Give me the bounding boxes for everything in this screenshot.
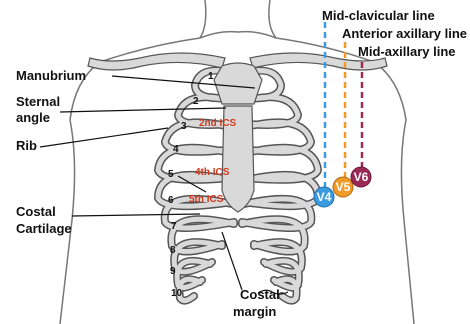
mid-axillary-label: Mid-axillary line: [358, 44, 456, 59]
rib-number: 9: [170, 266, 176, 277]
costal-cartilage-label-2: Cartilage: [16, 221, 72, 236]
svg-text:V6: V6: [354, 170, 369, 184]
sternal-angle-label-2: angle: [16, 110, 50, 125]
costal-margin-label-1: Costal: [240, 287, 280, 302]
lead-v4: V4: [314, 187, 334, 207]
svg-text:V5: V5: [336, 180, 351, 194]
rib-number: 10: [171, 288, 183, 299]
rib-number: 3: [181, 121, 187, 132]
rib-number: 8: [170, 245, 176, 256]
rib-number: 1: [208, 71, 214, 82]
rib-number: 5: [168, 169, 174, 180]
neck-left: [200, 0, 206, 38]
mid-clavicular-label: Mid-clavicular line: [322, 8, 435, 23]
lead-v5: V5: [333, 177, 353, 197]
manubrium-label: Manubrium: [16, 68, 86, 83]
rib-number: 7: [171, 221, 177, 232]
rib-number: 2: [193, 96, 199, 107]
rib-number: 4: [173, 144, 179, 155]
neck-right: [269, 0, 276, 38]
svg-text:V4: V4: [317, 190, 332, 204]
anterior-axillary-label: Anterior axillary line: [342, 26, 467, 41]
costal-cartilage-label-1: Costal: [16, 204, 56, 219]
sternal-angle-label-1: Sternal: [16, 94, 60, 109]
rib-label: Rib: [16, 138, 37, 153]
manubrium-bone: [214, 63, 262, 104]
ics-4th-label: 4th ICS: [195, 167, 230, 178]
ics-2nd-label: 2nd ICS: [199, 118, 237, 129]
left-clavicle: [88, 53, 225, 70]
rib-number: 6: [168, 195, 174, 206]
costal-margin-label-2: margin: [233, 304, 276, 319]
ics-5th-label: 5th ICS: [189, 194, 224, 205]
lead-v6: V6: [351, 167, 371, 187]
